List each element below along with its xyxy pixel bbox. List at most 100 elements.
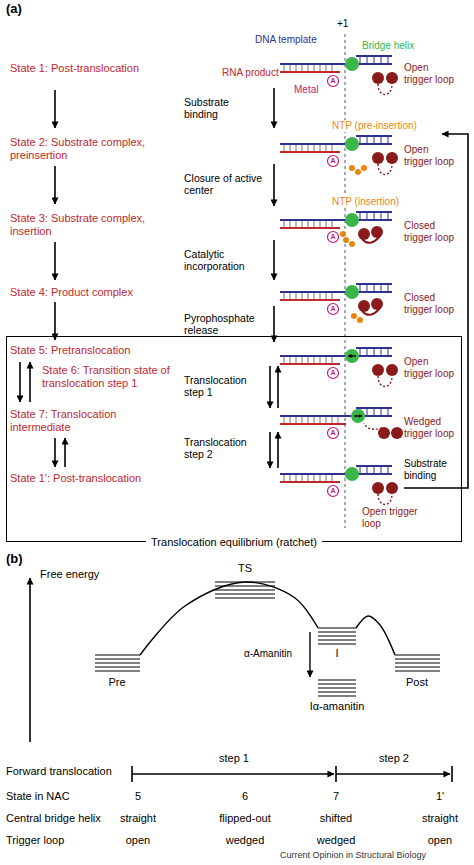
metal-mark: A xyxy=(327,367,339,379)
base-pair xyxy=(284,417,285,423)
energy-level xyxy=(95,659,140,660)
state-level: Iα-amanitin xyxy=(297,700,377,713)
base-pair xyxy=(374,349,375,355)
base-pair xyxy=(374,409,375,415)
base-pair xyxy=(308,221,309,227)
base-pair xyxy=(332,475,333,481)
trigger-loop-linker xyxy=(378,84,392,95)
drawing-stroke xyxy=(19,362,21,402)
box-text-holder: Translocation equilibrium (ratchet) xyxy=(7,532,461,550)
base-pair xyxy=(374,57,375,63)
trigger-loop-helix xyxy=(372,364,384,376)
state-name: State 1: Post-translocation xyxy=(10,62,175,75)
base-pair xyxy=(374,285,375,291)
base-pair xyxy=(388,285,389,291)
base-pair xyxy=(332,293,333,299)
base-pair xyxy=(374,137,375,143)
base-pair xyxy=(388,57,389,63)
base-pair xyxy=(296,221,297,227)
step-name: Catalytic incorporation xyxy=(184,248,264,272)
metal-ion xyxy=(328,428,339,439)
trigger-loop-helix xyxy=(386,364,398,376)
panel-letter: (a) xyxy=(6,2,22,17)
state-name: State 3: Substrate complex, insertion xyxy=(10,212,175,237)
base-pair xyxy=(314,357,315,363)
energy-level xyxy=(318,696,356,697)
base-pair xyxy=(381,285,382,291)
part-name: Bridge helix xyxy=(362,40,414,52)
trigger-loop-helix xyxy=(386,482,398,494)
base-pair xyxy=(314,475,315,481)
base-pair xyxy=(326,357,327,363)
rna-strand xyxy=(280,151,340,153)
row-heading: Central bridge helix xyxy=(6,812,101,825)
row-heading: Trigger loop xyxy=(6,834,64,847)
base-pair xyxy=(367,137,368,143)
drawing-stroke xyxy=(29,362,31,402)
energy-level xyxy=(318,692,356,693)
base-pair xyxy=(314,417,315,423)
base-pair xyxy=(367,349,368,355)
part-name: Closed trigger loop xyxy=(404,220,458,243)
energy-curve xyxy=(356,616,395,655)
base-pair xyxy=(360,467,361,473)
base-pair xyxy=(314,65,315,71)
base-pair xyxy=(388,467,389,473)
part-name: Closed trigger loop xyxy=(404,292,458,315)
base-pair xyxy=(326,221,327,227)
base-pair xyxy=(381,213,382,219)
drawing-stroke xyxy=(273,88,275,128)
base-pair xyxy=(360,57,361,63)
table-cell: straight xyxy=(108,812,168,825)
drawing-stroke xyxy=(132,773,334,775)
part-name: Open trigger loop xyxy=(404,144,458,167)
energy-level xyxy=(318,680,356,681)
base-pair xyxy=(284,293,285,299)
base-pair xyxy=(381,349,382,355)
base-pair xyxy=(290,221,291,227)
trigger-loop-helix xyxy=(378,427,390,439)
table-cell: flipped-out xyxy=(210,812,280,825)
rna-strand xyxy=(280,363,340,365)
pyrophosphate xyxy=(357,317,363,323)
table-cell: straight xyxy=(412,812,468,825)
table-cell: shifted xyxy=(306,812,366,825)
energy-level xyxy=(95,663,140,664)
base-pair xyxy=(326,65,327,71)
ntp-phosphate xyxy=(355,169,361,175)
feedback-arrow xyxy=(404,134,468,488)
base-pair xyxy=(296,145,297,151)
drawing-stroke xyxy=(54,302,56,340)
base-pair xyxy=(332,221,333,227)
metal-mark: A xyxy=(327,231,339,243)
base-pair xyxy=(381,467,382,473)
table-cell: 7 xyxy=(311,790,361,803)
part-name: DNA template xyxy=(255,34,317,46)
dna-template-strand xyxy=(280,473,392,475)
base-pair xyxy=(302,221,303,227)
trigger-loop-linker xyxy=(378,376,392,387)
base-pair xyxy=(381,57,382,63)
bridge-helix xyxy=(345,349,359,363)
step-name: Translocation step 2 xyxy=(184,436,264,460)
base-pair xyxy=(302,475,303,481)
base-pair xyxy=(314,145,315,151)
energy-level xyxy=(395,663,440,664)
inhibitor-name: α-Amanitin xyxy=(244,648,292,660)
base-pair xyxy=(332,145,333,151)
drawing-stroke xyxy=(131,766,133,782)
metal-ion xyxy=(328,304,339,315)
polymerase-cartoon xyxy=(280,212,392,247)
base-pair xyxy=(374,467,375,473)
base-pair xyxy=(290,145,291,151)
translocation-scale xyxy=(132,766,452,782)
trigger-loop-helix xyxy=(372,152,384,164)
base-pair xyxy=(314,293,315,299)
bridge-helix xyxy=(345,467,359,481)
part-name: NTP (pre-insertion) xyxy=(330,120,419,132)
drawing-stroke xyxy=(54,242,56,280)
part-name: Wedged trigger loop xyxy=(404,416,458,439)
base-pair xyxy=(296,65,297,71)
state-name: State 1': Post-translocation xyxy=(10,472,175,485)
